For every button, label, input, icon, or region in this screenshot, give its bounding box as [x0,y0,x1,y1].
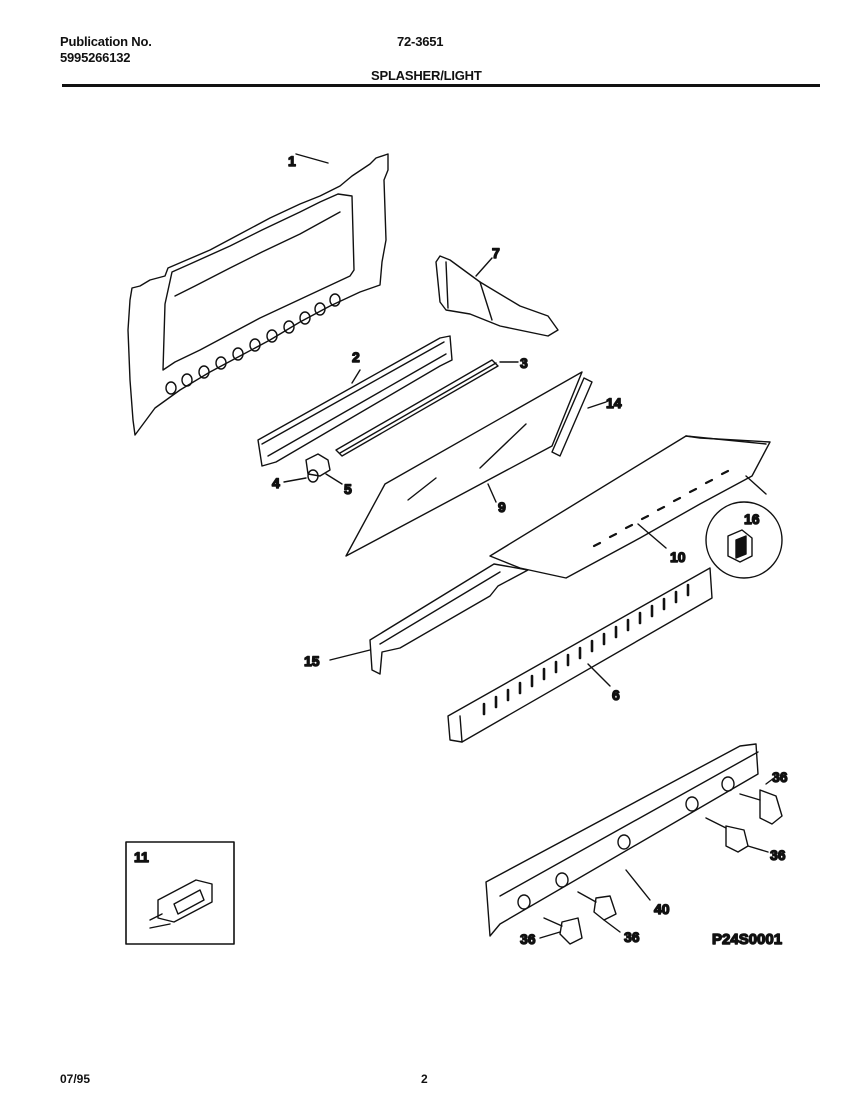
light-housing-part [257,335,453,467]
callout-6: 6 [612,687,620,703]
callout-15: 15 [304,653,320,669]
knob-parts [539,777,783,945]
header-rule [62,84,820,87]
callout-16: 16 [744,511,760,527]
callout-40: 40 [654,901,670,917]
control-panel-part [485,743,759,937]
callout-36-d: 36 [624,929,640,945]
switch-detail-part [705,501,783,579]
seal-strip-part [551,377,607,457]
callout-1: 1 [288,153,296,169]
page-number: 2 [421,1072,428,1086]
callout-10: 10 [670,549,686,565]
footer-date: 07/95 [60,1072,91,1086]
callout-2: 2 [352,349,360,365]
socket-part [283,453,343,485]
callout-3: 3 [520,355,528,371]
callout-4: 4 [272,475,280,491]
trim-rail-part [329,563,529,675]
tray-slots [592,469,730,548]
control-tray-part [489,435,771,579]
back-panel-part [127,153,389,436]
publication-label: Publication No. [60,34,152,49]
callout-9: 9 [498,499,506,515]
publication-number: 5995266132 [60,50,131,65]
glass-lens-part [345,371,583,557]
light-tube-part [335,359,519,457]
callout-11: 11 [134,849,149,865]
callout-36-c: 36 [520,931,536,947]
diagram-code: P24S0001 [712,931,782,948]
model-number: 72-3651 [397,34,444,49]
panel-holes [165,293,341,395]
callout-5: 5 [344,481,352,497]
callout-36-a: 36 [772,769,788,785]
bracket-part [435,255,559,337]
vent-slots [482,583,690,716]
section-title: SPLASHER/LIGHT [371,68,482,83]
callout-14: 14 [606,395,622,411]
transformer-part [125,841,235,945]
callout-36-b: 36 [770,847,786,863]
callout-7: 7 [492,245,500,261]
vent-strip-part [447,567,713,743]
